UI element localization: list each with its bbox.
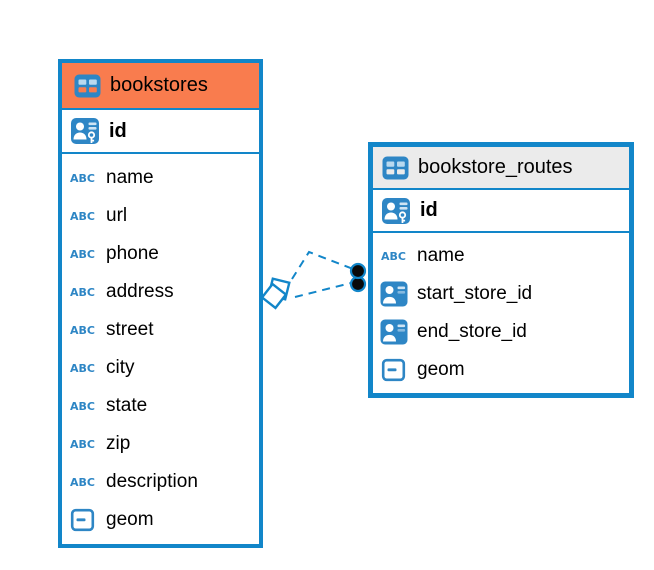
primary-key-icon: [70, 116, 100, 146]
column-row[interactable]: ABC zip: [62, 425, 259, 463]
column-name: city: [106, 357, 135, 378]
text-type-icon: ABC: [70, 323, 95, 337]
column-name: name: [417, 245, 465, 266]
column-name: geom: [106, 509, 154, 530]
column-list: ABC name ABC url ABC phone ABC address A…: [62, 154, 259, 539]
column-name: start_store_id: [417, 283, 533, 304]
text-type-icon: ABC: [381, 249, 406, 263]
relationship-connector[interactable]: [252, 238, 377, 323]
primary-key-icon: [381, 196, 411, 226]
table-header-bookstore-routes[interactable]: bookstore_routes: [373, 147, 629, 190]
column-row[interactable]: ABC state: [62, 387, 259, 425]
table-header-bookstores[interactable]: bookstores: [62, 63, 259, 110]
text-type-icon: ABC: [70, 247, 95, 261]
geometry-type-icon: [378, 357, 409, 383]
column-row[interactable]: ABC name: [62, 159, 259, 197]
entity-table-bookstore-routes[interactable]: bookstore_routes id ABC name: [368, 142, 634, 398]
table-icon: [382, 156, 409, 180]
table-title: bookstores: [110, 74, 208, 96]
column-name: street: [106, 319, 154, 340]
column-row[interactable]: ABC url: [62, 197, 259, 235]
column-name: end_store_id: [417, 321, 527, 342]
entity-table-bookstores[interactable]: bookstores id ABC name: [58, 59, 263, 548]
table-title: bookstore_routes: [418, 156, 573, 178]
column-name: id: [109, 119, 127, 142]
text-type-icon: ABC: [70, 171, 95, 185]
column-row[interactable]: ABC address: [62, 273, 259, 311]
column-name: zip: [106, 433, 131, 454]
column-row[interactable]: ABC name: [373, 237, 629, 275]
many-end-diamond-icon: [260, 282, 288, 310]
column-row[interactable]: geom: [62, 501, 259, 539]
geometry-type-icon: [67, 507, 98, 533]
column-name: description: [106, 471, 198, 492]
pk-row-bookstores-id[interactable]: id: [62, 110, 259, 154]
column-row[interactable]: end_store_id: [373, 313, 629, 351]
column-row[interactable]: ABC description: [62, 463, 259, 501]
text-type-icon: ABC: [70, 437, 95, 451]
column-name: phone: [106, 243, 159, 264]
column-row[interactable]: geom: [373, 351, 629, 389]
text-type-icon: ABC: [70, 285, 95, 299]
column-row[interactable]: ABC street: [62, 311, 259, 349]
text-type-icon: ABC: [70, 361, 95, 375]
column-name: name: [106, 167, 154, 188]
column-row[interactable]: ABC phone: [62, 235, 259, 273]
reference-column-icon: [378, 281, 409, 307]
column-name: geom: [417, 359, 465, 380]
one-end-circle-icon: [349, 262, 367, 280]
pk-row-bookstore-routes-id[interactable]: id: [373, 190, 629, 233]
text-type-icon: ABC: [70, 399, 95, 413]
column-name: state: [106, 395, 148, 416]
column-list: ABC name start_store_id: [373, 233, 629, 389]
relationship-line-lower[interactable]: [294, 282, 352, 298]
column-row[interactable]: ABC city: [62, 349, 259, 387]
column-name: id: [420, 199, 438, 221]
text-type-icon: ABC: [70, 475, 95, 489]
column-name: url: [106, 205, 128, 226]
one-end-circle-icon: [349, 275, 367, 293]
table-icon: [74, 74, 101, 98]
column-row[interactable]: start_store_id: [373, 275, 629, 313]
text-type-icon: ABC: [70, 209, 95, 223]
column-name: address: [106, 281, 174, 302]
reference-column-icon: [378, 319, 409, 345]
relationship-line-upper[interactable]: [291, 250, 354, 280]
